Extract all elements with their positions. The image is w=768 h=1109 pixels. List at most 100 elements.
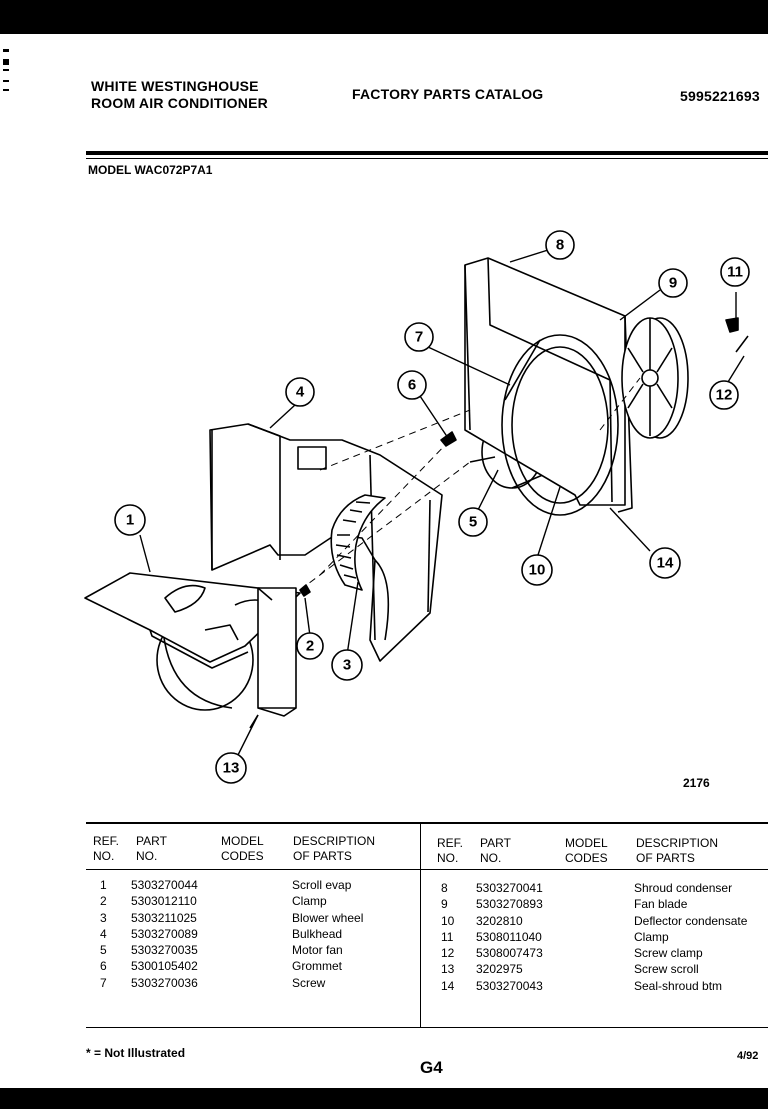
table-row: Clamp [634, 929, 669, 944]
callout-label-11: 11 [727, 264, 743, 281]
callout-label-4: 4 [296, 384, 305, 401]
table-row: 7 [100, 975, 107, 990]
fan-blade-part [621, 317, 689, 439]
callout-4 [285, 377, 315, 407]
table-top-rule [86, 822, 768, 824]
table-divider [420, 824, 421, 1028]
right-ref-column: 8 9 10 11 12 13 14 [441, 880, 454, 994]
callout-10 [521, 554, 553, 586]
table-row: 5303270035 [131, 943, 198, 958]
callout-9 [658, 268, 688, 298]
callout-1 [114, 504, 146, 536]
callout-8 [545, 230, 575, 260]
table-row: 5303270041 [476, 881, 543, 895]
brand-line-2: ROOM AIR CONDITIONER [91, 95, 268, 111]
table-row: 3 [100, 910, 107, 925]
table-row: 12 [441, 946, 455, 961]
table-row: 5303211025 [131, 910, 197, 925]
bottom-scan-border [0, 1088, 768, 1109]
blower-wheel-part [330, 494, 386, 591]
margin-marks [3, 49, 9, 91]
catalog-number: 5995221693 [680, 88, 760, 104]
callout-5 [458, 507, 488, 537]
table-row: Scroll evap [292, 878, 352, 892]
table-row: Motor fan [292, 943, 343, 958]
table-row: Screw clamp [634, 946, 703, 961]
table-row: 6 [100, 959, 107, 974]
callout-label-8: 8 [556, 237, 564, 254]
table-row: 5303270036 [131, 975, 198, 990]
table-header-rule [86, 869, 768, 870]
screw-part [504, 339, 541, 401]
catalog-title: FACTORY PARTS CATALOG [352, 86, 544, 102]
header-ref-right: REF.NO. [437, 836, 464, 865]
right-desc-column: Shroud condenser Fan blade Deflector con… [634, 880, 747, 994]
table-row: 13 [441, 962, 455, 977]
table-row: 5303270043 [476, 978, 543, 993]
table-row: 5303270089 [131, 926, 198, 941]
table-row: Screw [292, 975, 326, 990]
table-row: 5300105402 [131, 959, 198, 974]
table-row: Shroud condenser [634, 881, 733, 895]
table-row: 5 [100, 943, 107, 958]
callout-13 [215, 752, 247, 784]
table-bottom-rule [86, 1027, 768, 1028]
callout-2 [296, 632, 324, 660]
page-number: G4 [420, 1058, 443, 1077]
table-row: 9 [441, 897, 448, 912]
callout-label-12: 12 [716, 387, 733, 404]
top-scan-border [0, 0, 768, 34]
table-row: Deflector condensate [634, 913, 748, 928]
callout-label-3: 3 [343, 657, 351, 674]
table-row: 11 [441, 929, 454, 944]
figure-number: 2176 [683, 776, 710, 790]
brand-line-1: WHITE WESTINGHOUSE [91, 78, 259, 94]
revision-date: 4/92 [737, 1050, 759, 1062]
callout-label-10: 10 [529, 562, 546, 579]
callout-label-13: 13 [223, 760, 240, 777]
model-number: MODEL WAC072P7A1 [88, 163, 213, 177]
callout-6 [397, 370, 427, 400]
callout-label-7: 7 [415, 329, 423, 346]
header-rule-thin [86, 158, 768, 159]
left-ref-column: 1 2 3 4 5 6 7 [100, 877, 107, 991]
table-row: Seal-shroud btm [634, 978, 723, 993]
table-row: 2 [100, 894, 107, 909]
right-part-column: 5303270041 5303270893 3202810 5308011040… [476, 880, 543, 994]
table-row: 1 [100, 878, 107, 892]
bulkhead-part [209, 423, 443, 662]
callout-label-2: 2 [306, 638, 314, 655]
table-row: 8 [441, 881, 448, 895]
header-ref-left: REF.NO. [93, 834, 120, 863]
callout-label-1: 1 [126, 512, 134, 529]
scroll-evap-part [84, 572, 301, 717]
table-row: 5308011040 [476, 929, 542, 944]
not-illustrated-note: * = Not Illustrated [86, 1046, 186, 1060]
table-row: 5303270893 [476, 897, 543, 912]
table-row: Grommet [292, 959, 343, 974]
table-row: 3202810 [476, 913, 523, 928]
table-row: Screw scroll [634, 962, 699, 977]
table-row: Clamp [292, 894, 327, 909]
callout-3 [331, 649, 363, 681]
callout-label-9: 9 [669, 275, 677, 292]
exploded-parts-diagram: 1 2 3 4 5 6 7 8 9 10 11 12 13 14 [84, 230, 750, 784]
table-row: 5303012110 [131, 894, 197, 909]
table-row: 3202975 [476, 962, 523, 977]
table-row: Bulkhead [292, 926, 343, 941]
callout-7 [404, 322, 434, 352]
callout-label-14: 14 [657, 555, 674, 572]
table-row: 4 [100, 926, 107, 941]
clamp-screw-parts [725, 317, 749, 353]
callout-label-6: 6 [408, 377, 416, 394]
header-rule-thick [86, 151, 768, 155]
table-row: 14 [441, 978, 455, 993]
table-row: Fan blade [634, 897, 688, 912]
callout-14 [649, 547, 681, 579]
table-row: 10 [441, 913, 455, 928]
